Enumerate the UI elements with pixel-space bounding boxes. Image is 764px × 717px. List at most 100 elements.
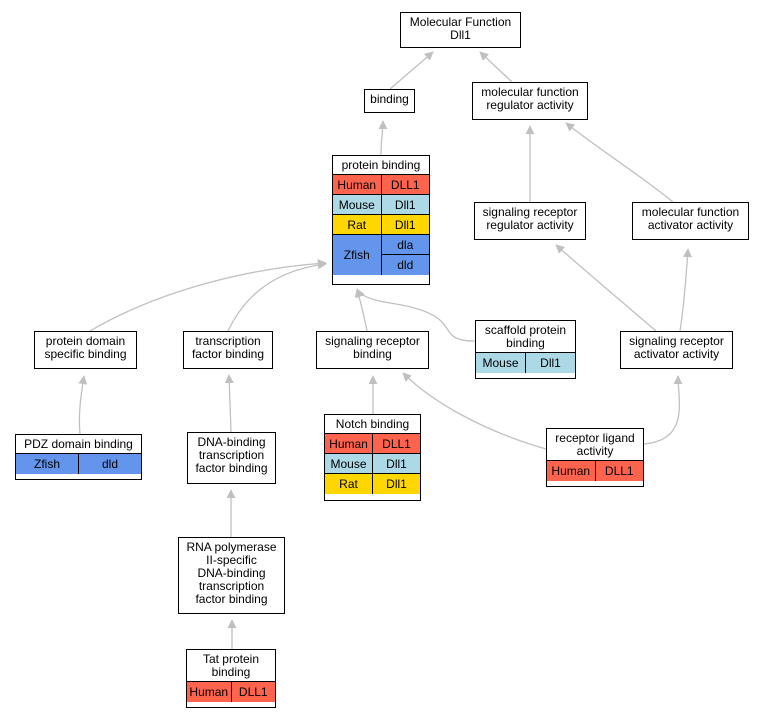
node-title: Notch binding bbox=[325, 415, 420, 433]
node-title: binding bbox=[365, 90, 414, 108]
edge-tf_binding-to-protein_binding bbox=[227, 260, 327, 332]
node-title-line: regulator activity bbox=[486, 98, 574, 112]
node-title-line: factor binding bbox=[195, 592, 268, 606]
node-title-line: Dll1 bbox=[450, 28, 471, 42]
edge-scaffold-to-protein_binding bbox=[356, 288, 476, 342]
node-title-line: RNA polymerase bbox=[186, 540, 277, 554]
edge-receptor_ligand-to-sr_activator bbox=[643, 375, 683, 445]
gene-cell[interactable]: DLL1 bbox=[381, 174, 429, 195]
gene-cell[interactable]: Dll1 bbox=[372, 473, 420, 494]
gene-cell[interactable]: dla bbox=[381, 234, 429, 255]
node-title-line: transcription bbox=[195, 334, 261, 348]
species-cell: Mouse bbox=[325, 453, 373, 474]
node-title-line: factor binding bbox=[191, 347, 265, 361]
node-title-line: protein binding bbox=[341, 158, 421, 172]
node-title-line: transcription bbox=[198, 579, 265, 593]
species-cell: Human bbox=[547, 460, 596, 481]
species-cell: Human bbox=[325, 433, 373, 454]
gene-cell[interactable]: DLL1 bbox=[231, 681, 275, 702]
gene-cell[interactable]: Dll1 bbox=[381, 194, 429, 215]
edge-protein_domain-to-protein_binding bbox=[89, 259, 327, 332]
node-title-line: transcription bbox=[198, 448, 265, 462]
gene-cell[interactable]: dld bbox=[381, 254, 429, 275]
node-title-line: protein domain bbox=[45, 334, 126, 348]
edge-mf_activator-to-mf_regulator bbox=[565, 122, 674, 203]
node-title-line: Molecular Function bbox=[409, 15, 512, 29]
node-title-line: activator activity bbox=[633, 347, 720, 361]
node-title-line: receptor ligand bbox=[555, 431, 635, 445]
species-cell: Zfish bbox=[333, 234, 382, 275]
gene-cell[interactable]: DLL1 bbox=[595, 460, 643, 481]
orthology-row: dld bbox=[333, 254, 429, 275]
node-title-line: regulator activity bbox=[486, 218, 574, 232]
species-cell: Human bbox=[333, 174, 382, 195]
node-title-line: DNA-binding bbox=[197, 566, 266, 580]
edge-protein_binding-to-binding bbox=[378, 120, 388, 156]
node-title-line: Notch binding bbox=[335, 417, 410, 431]
node-title-line: signaling receptor bbox=[629, 334, 724, 348]
edge-receptor_ligand-to-sr_binding bbox=[402, 372, 547, 450]
species-cell: Human bbox=[187, 681, 232, 702]
gene-cell[interactable]: Dll1 bbox=[372, 453, 420, 474]
species-cell: Zfish bbox=[16, 453, 79, 474]
edge-mf_regulator-to-mf_dll1 bbox=[479, 51, 513, 83]
node-title-line: binding bbox=[353, 347, 392, 361]
gene-cell[interactable]: Dll1 bbox=[381, 214, 429, 235]
node-title-line: molecular function bbox=[641, 205, 740, 219]
node-title-line: specific binding bbox=[44, 347, 127, 361]
node-title-line: PDZ domain binding bbox=[24, 437, 133, 451]
node-title-line: activator activity bbox=[647, 218, 734, 232]
node-title-line: activity bbox=[576, 444, 614, 458]
node-title-line: signaling receptor bbox=[325, 334, 420, 348]
node-title-line: signaling receptor bbox=[482, 205, 578, 219]
node-title-line: binding bbox=[211, 665, 251, 679]
gene-cell[interactable]: DLL1 bbox=[372, 433, 420, 454]
node-title-line: binding bbox=[370, 92, 409, 106]
species-cell: Mouse bbox=[333, 194, 382, 215]
node-title-line: binding bbox=[506, 336, 545, 350]
node-title-line: factor binding bbox=[195, 461, 268, 475]
species-cell: Rat bbox=[333, 214, 382, 235]
gene-cell[interactable]: dld bbox=[78, 453, 141, 474]
node-title-line: molecular function bbox=[481, 85, 579, 99]
node-title-line: scaffold protein bbox=[484, 323, 567, 337]
species-cell: Rat bbox=[325, 473, 373, 494]
edge-dna_binding_tf-to-tf_binding bbox=[224, 374, 234, 433]
gene-cell[interactable]: Dll1 bbox=[525, 352, 575, 373]
node-binding[interactable]: binding bbox=[364, 89, 415, 113]
